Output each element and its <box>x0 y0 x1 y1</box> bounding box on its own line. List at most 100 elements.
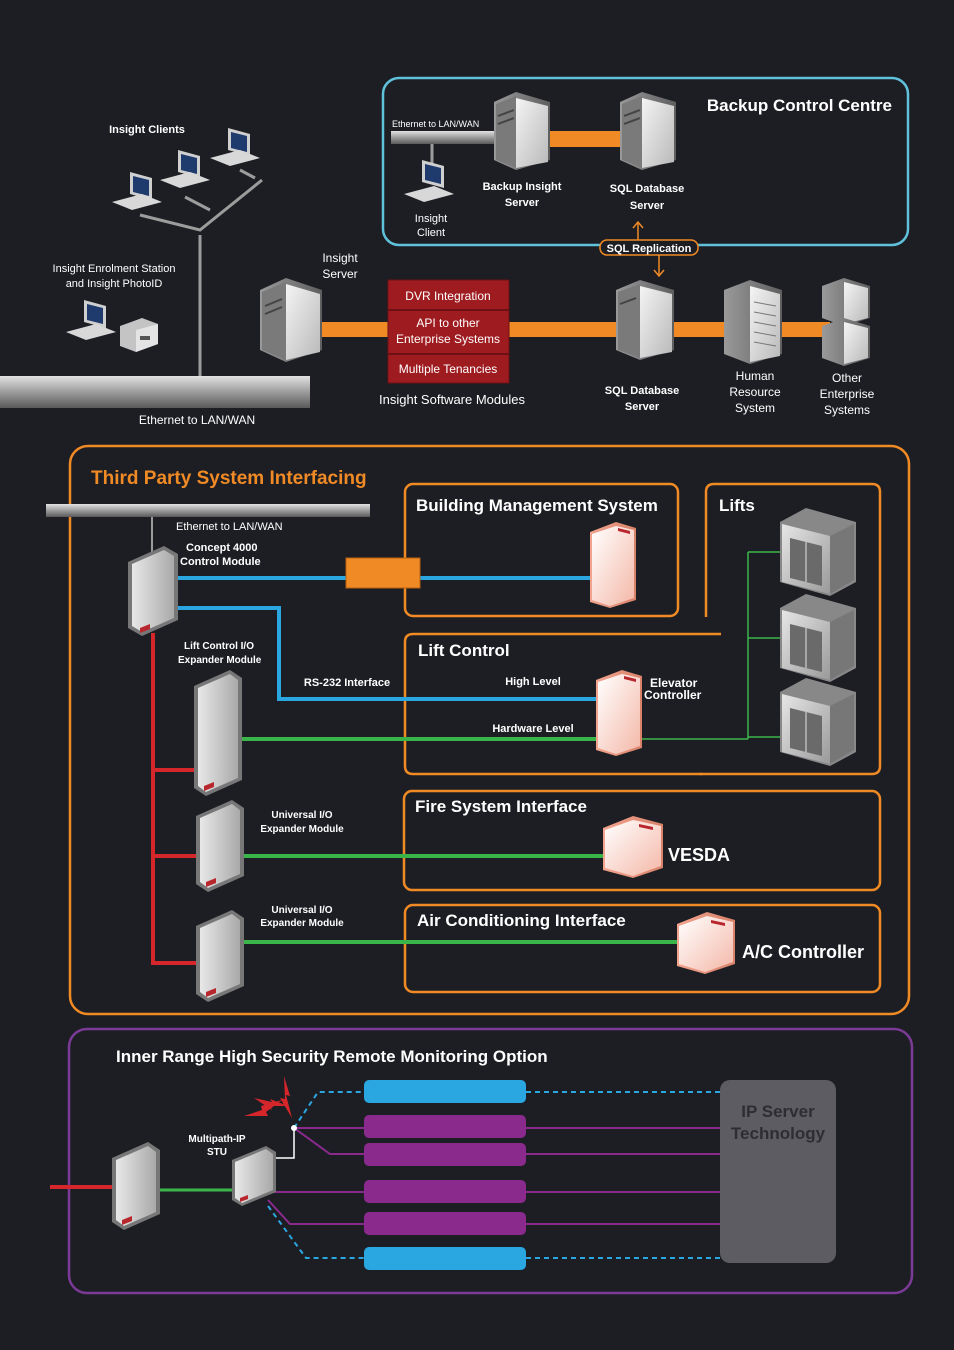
lift-io-expander-icon <box>194 670 242 796</box>
ac-controller-icon <box>677 912 735 974</box>
ip-server-label-1: IP Server <box>741 1102 815 1121</box>
third-party-ethernet-label: Ethernet to LAN/WAN <box>176 521 283 533</box>
client-workstation-icon <box>210 128 260 166</box>
backup-insight-server-label-1: Backup Insight <box>483 181 562 193</box>
insight-server-icon <box>260 278 322 362</box>
main-ethernet-backbone-icon <box>0 376 310 408</box>
vesda-detector-icon <box>603 816 663 878</box>
backup-insight-server-label-2: Server <box>505 197 540 209</box>
concept-4000-module-icon <box>128 546 178 636</box>
client-workstation-icon <box>160 150 210 188</box>
backup-client-label-2: Client <box>417 227 445 239</box>
sql-replication-label: SQL Replication <box>607 243 692 255</box>
backup-sql-label-1: SQL Database <box>610 183 684 195</box>
module-api-line1: API to other <box>416 316 479 330</box>
insight-server-label-2: Server <box>322 267 357 281</box>
monitoring-paths <box>267 1091 720 1259</box>
sql-server-label-1: SQL Database <box>605 385 679 397</box>
enrolment-label-2: and Insight PhotoID <box>66 278 163 290</box>
path-bar-purple <box>364 1115 526 1138</box>
bms-controller-icon <box>590 522 636 608</box>
other-enterprise-servers-icon <box>822 278 870 366</box>
third-party-title: Third Party System Interfacing <box>91 468 367 489</box>
universal2-label-1: Universal I/O <box>271 905 332 916</box>
elevator-label-2: Controller <box>644 688 702 702</box>
path-bar-blue <box>364 1247 526 1270</box>
ip-server-technology-box <box>720 1080 836 1263</box>
hr-label-3: System <box>735 401 775 415</box>
lifts-title: Lifts <box>719 496 755 515</box>
ac-controller-label: A/C Controller <box>742 942 864 962</box>
hr-label-2: Resource <box>729 385 781 399</box>
lift-car-icon <box>780 594 856 682</box>
path-bar-purple <box>364 1180 526 1203</box>
rs232-label: RS-232 Interface <box>304 677 390 689</box>
sql-server-label-2: Server <box>625 401 660 413</box>
enrolment-label-1: Insight Enrolment Station <box>53 263 176 275</box>
signal-spark-icon <box>244 1076 292 1118</box>
bms-box <box>403 482 680 618</box>
green-hardware-lines <box>240 737 680 944</box>
multipath-ip-stu-icon <box>232 1146 276 1206</box>
insight-clients-label: Insight Clients <box>109 124 185 136</box>
red-bus-lines <box>151 633 196 965</box>
universal1-label-2: Expander Module <box>260 824 344 835</box>
backup-sql-label-2: Server <box>630 200 665 212</box>
lift-car-icon <box>780 508 856 596</box>
lift-io-label-1: Lift Control I/O <box>184 641 254 652</box>
blue-rs232-lines <box>176 576 598 701</box>
ac-interface-box <box>403 903 882 994</box>
path-bar-purple <box>364 1212 526 1235</box>
lifts-box <box>700 482 882 776</box>
enrolment-workstation-icon <box>66 300 116 340</box>
lift-control-title: Lift Control <box>418 641 510 660</box>
clients-network-lines <box>139 168 263 380</box>
lift-control-box <box>403 632 721 776</box>
concept-label-2: Control Module <box>180 556 261 568</box>
fire-title: Fire System Interface <box>415 797 587 816</box>
high-level-label: High Level <box>505 676 561 688</box>
hardware-level-label: Hardware Level <box>492 723 573 735</box>
backup-insight-server-icon <box>494 92 550 170</box>
universal1-label-1: Universal I/O <box>271 810 332 821</box>
path-bar-purple <box>364 1143 526 1166</box>
sql-replication-badge <box>599 239 699 256</box>
path-bar-blue <box>364 1080 526 1103</box>
lift-feed-lines <box>638 551 782 740</box>
elevator-controller-icon <box>596 670 642 756</box>
lift-car-icon <box>780 678 856 766</box>
bms-interface-block <box>345 557 421 589</box>
backup-client-workstation-icon <box>404 160 454 202</box>
software-modules-stack <box>387 279 510 384</box>
software-modules-caption: Insight Software Modules <box>379 392 525 407</box>
main-ethernet-label: Ethernet to LAN/WAN <box>139 413 255 427</box>
other-systems-label-2: Enterprise <box>820 387 875 401</box>
backup-link <box>548 131 623 147</box>
backup-sql-server-icon <box>620 92 676 170</box>
controller-module-icon <box>112 1142 160 1230</box>
backup-ethernet-label: Ethernet to LAN/WAN <box>392 119 479 129</box>
fire-system-box <box>402 789 882 892</box>
insight-server-label-1: Insight <box>322 251 358 265</box>
module-multiple-tenancies: Multiple Tenancies <box>399 362 498 376</box>
ac-title: Air Conditioning Interface <box>417 911 626 930</box>
elevator-label-1: Elevator <box>650 676 698 690</box>
backup-ethernet-backbone-icon <box>391 131 496 144</box>
antenna-node <box>291 1125 297 1131</box>
backup-client-label-1: Insight <box>415 213 447 225</box>
universal-io-expander-icon <box>196 910 244 1002</box>
third-party-ethernet-backbone-icon <box>46 504 370 517</box>
other-systems-label-1: Other <box>832 371 862 385</box>
third-party-box <box>68 444 911 1016</box>
universal-io-expander-icon <box>196 800 244 892</box>
lift-io-label-2: Expander Module <box>178 655 262 666</box>
module-dvr-integration: DVR Integration <box>405 289 490 303</box>
concept-label-1: Concept 4000 <box>186 542 258 554</box>
hr-system-server-icon <box>724 280 782 364</box>
stu-label-2: STU <box>207 1147 227 1158</box>
monitoring-box <box>67 1027 914 1295</box>
backup-title: Backup Control Centre <box>707 96 892 115</box>
other-systems-label-3: Systems <box>824 403 870 417</box>
ip-server-label-2: Technology <box>731 1124 826 1143</box>
